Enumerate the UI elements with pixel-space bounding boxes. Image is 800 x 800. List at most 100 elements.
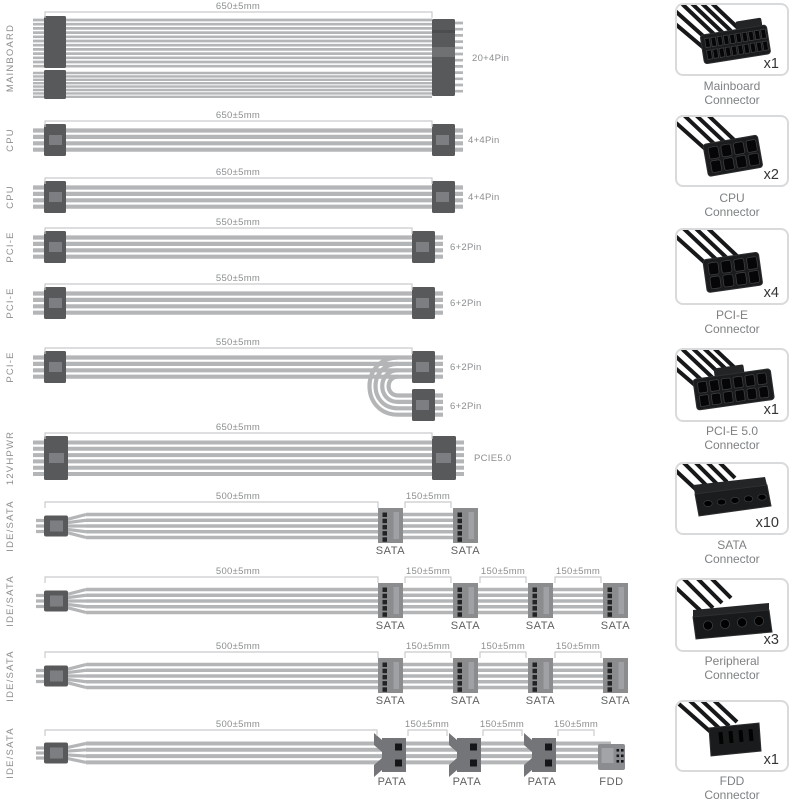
dim-label: 550±5mm <box>216 273 260 284</box>
connector-label: SATA <box>451 545 481 557</box>
connector-label: SATA <box>526 695 556 707</box>
fdd-connector-image <box>677 702 762 757</box>
mainboard-plug-right <box>432 19 455 96</box>
dim-label: 500±5mm <box>216 491 260 502</box>
dim-label: 150±5mm <box>480 719 524 730</box>
pin-label: 6+2Pin <box>450 242 482 253</box>
cable-row-12vhpwr: 650±5mm 12VHPWR PCIE5.0 <box>5 422 511 485</box>
cable-row-sata-3: 500±5mm 150±5mm 150±5mm 150±5mm IDE/SATA… <box>5 641 630 707</box>
pin-label: 6+2Pin <box>450 362 482 373</box>
dim-label: 150±5mm <box>406 491 450 502</box>
legend-card-sata: x10 <box>675 462 789 535</box>
legend-name: Mainboard <box>703 79 761 93</box>
cpu-connector-image <box>677 117 763 177</box>
sata-connector-image <box>677 464 772 517</box>
row-label: IDE/SATA <box>5 727 16 778</box>
legend-type: Connector <box>704 321 760 336</box>
dim-label: 650±5mm <box>216 167 260 178</box>
mainboard-connector-image <box>677 5 771 65</box>
dim-label: 150±5mm <box>406 641 450 652</box>
connector-label: FDD <box>599 776 623 788</box>
legend-name: CPU <box>719 191 745 205</box>
connector-label: SATA <box>601 695 631 707</box>
count-badge: x3 <box>763 632 779 648</box>
pata-connector <box>449 733 481 777</box>
cable-row-cpu-1: 650±5mm CPU 4+4Pin <box>5 110 500 156</box>
legend-type: Connector <box>704 437 760 452</box>
legend-name: PCI-E 5.0 <box>705 424 759 438</box>
row-label: MAINBOARD <box>5 24 16 92</box>
dim-label: 550±5mm <box>216 217 260 228</box>
connector-label: SATA <box>451 620 481 632</box>
legend-label-sata: SATA Connector <box>675 538 789 566</box>
row-label: IDE/SATA <box>5 650 16 701</box>
sata-connector <box>528 583 553 618</box>
pcie5-connector-image <box>677 350 775 411</box>
dim-label: 650±5mm <box>216 110 260 121</box>
row-label: PCI-E <box>5 287 16 318</box>
cable-row-mainboard: 650±5mm MAINBOARD 20+4Pin <box>5 1 509 99</box>
legend-label-pcie: PCI-E Connector <box>675 308 789 336</box>
connector-label: PATA <box>528 776 557 788</box>
sata-connector <box>603 658 628 693</box>
cable-row-pcie-split: 550±5mm PCI-E 6+2Pin 6+2Pin <box>5 337 482 421</box>
row-label: CPU <box>5 185 16 209</box>
dim-label: 150±5mm <box>406 566 450 577</box>
legend-name: SATA <box>717 538 747 552</box>
legend-name: FDD <box>719 774 745 788</box>
row-label: IDE/SATA <box>5 500 16 551</box>
dim-label: 550±5mm <box>216 337 260 348</box>
sata-connector <box>378 658 403 693</box>
pata-connector <box>524 733 556 777</box>
dim-label: 150±5mm <box>556 566 600 577</box>
legend-name: PCI-E <box>715 308 748 322</box>
row-label: CPU <box>5 128 16 152</box>
connector-label: PATA <box>378 776 407 788</box>
legend-card-fdd: x1 <box>675 700 789 772</box>
legend-type: Connector <box>704 92 760 107</box>
cable-row-cpu-2: 650±5mm CPU 4+4Pin <box>5 167 500 213</box>
legend-name: Peripheral <box>704 654 760 668</box>
sata-connector <box>453 658 478 693</box>
row-label: 12VHPWR <box>5 431 16 485</box>
legend-card-peripheral: x3 <box>675 578 789 652</box>
pin-label: 6+2Pin <box>450 401 482 412</box>
legend-type: Connector <box>704 551 760 566</box>
connector-label: SATA <box>601 620 631 632</box>
count-badge: x2 <box>763 167 779 183</box>
cable-loop <box>367 355 443 417</box>
count-badge: x4 <box>763 285 779 301</box>
cable-length-diagram: 650±5mm MAINBOARD 20+4Pin 650±5mm CPU 4+… <box>5 1 630 788</box>
sata-connector <box>453 508 478 543</box>
connector-label: SATA <box>526 620 556 632</box>
connector-label: SATA <box>376 695 406 707</box>
count-badge: x1 <box>763 56 779 72</box>
pin-label: 4+4Pin <box>468 192 500 203</box>
sata-connector <box>378 583 403 618</box>
row-label: PCI-E <box>5 231 16 262</box>
dim-label: 500±5mm <box>216 719 260 730</box>
legend-card-pcie: x4 <box>675 228 789 305</box>
pin-label: PCIE5.0 <box>474 453 511 464</box>
row-label: IDE/SATA <box>5 575 16 626</box>
legend-type: Connector <box>704 667 760 682</box>
pin-label: 20+4Pin <box>472 53 509 64</box>
legend-type: Connector <box>704 787 760 800</box>
dim-label: 150±5mm <box>556 641 600 652</box>
legend-label-peripheral: Peripheral Connector <box>675 654 789 682</box>
pin-label: 4+4Pin <box>468 135 500 146</box>
dim-label: 500±5mm <box>216 641 260 652</box>
legend-label-fdd: FDD Connector <box>675 774 789 800</box>
dim-label: 150±5mm <box>554 719 598 730</box>
cable-row-sata-2: 500±5mm 150±5mm 150±5mm 150±5mm IDE/SATA… <box>5 566 630 632</box>
legend-label-pcie5: PCI-E 5.0 Connector <box>675 424 789 452</box>
pin-label: 6+2Pin <box>450 298 482 309</box>
cable-row-pcie-1: 550±5mm PCI-E 6+2Pin <box>5 217 482 263</box>
cable-row-pata-fdd: 500±5mm 150±5mm 150±5mm 150±5mm IDE/SATA… <box>5 719 625 788</box>
sata-connector <box>378 508 403 543</box>
legend-label-mainboard: Mainboard Connector <box>675 79 789 107</box>
count-badge: x1 <box>763 402 779 418</box>
dim-label: 500±5mm <box>216 566 260 577</box>
dim-label: 150±5mm <box>481 641 525 652</box>
